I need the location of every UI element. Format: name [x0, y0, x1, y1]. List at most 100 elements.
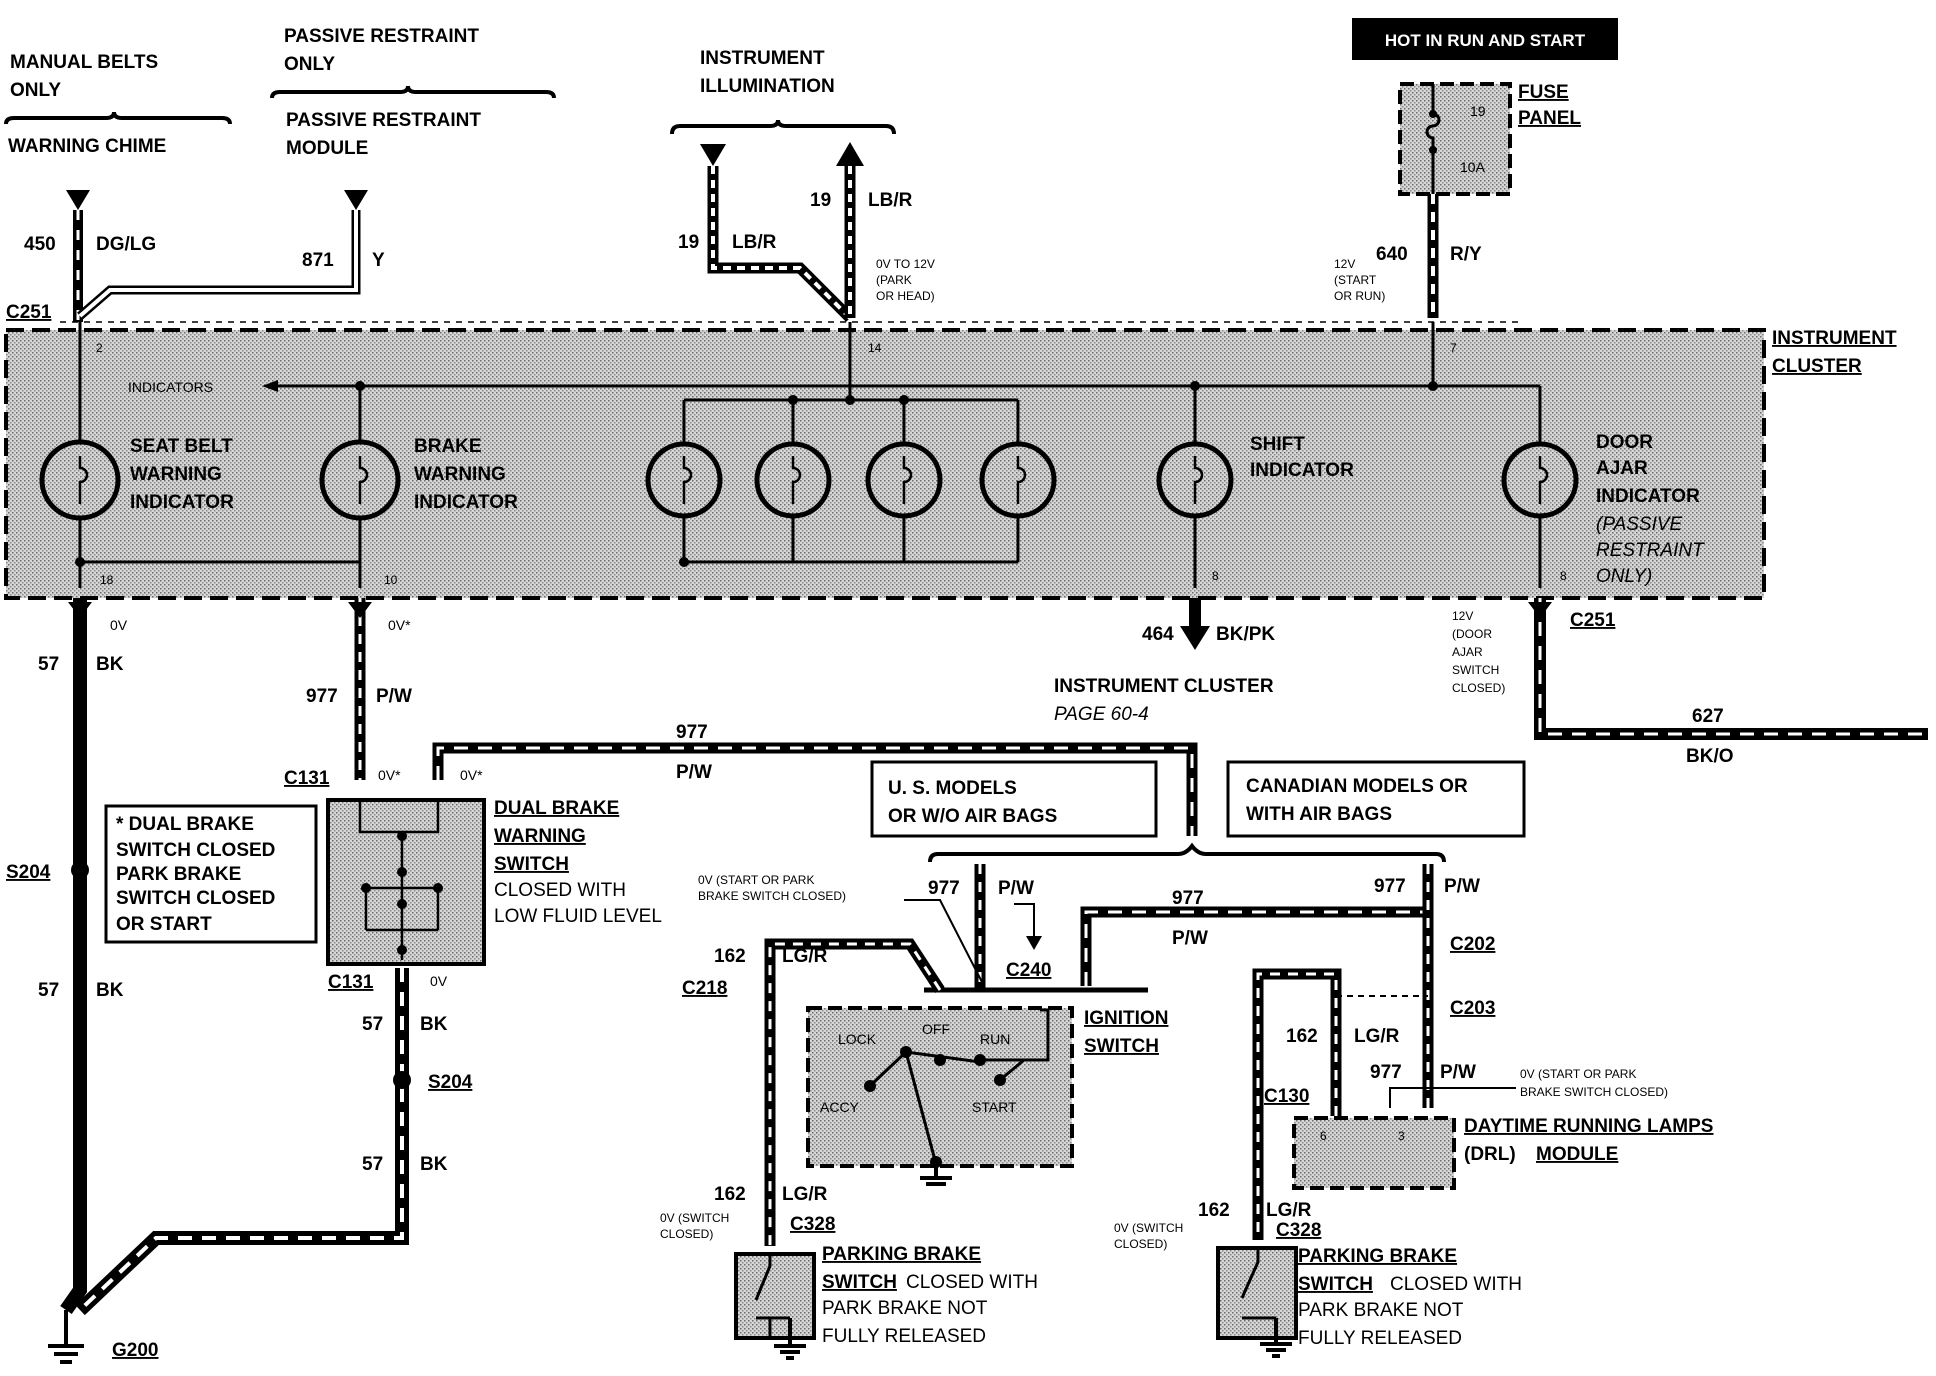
wire-977f-num: 977	[1370, 1062, 1402, 1083]
v-sw-closed-a-1: 0V (SWITCH	[660, 1211, 729, 1225]
illum-bulb-2	[754, 441, 832, 519]
dual-brake-3: SWITCH	[494, 854, 569, 875]
parking-brake-contacts-a	[754, 1254, 790, 1340]
door-4: (PASSIVE	[1596, 514, 1683, 535]
cluster-internal-wiring	[78, 322, 1542, 588]
passive-module-2: MODULE	[286, 138, 368, 159]
wire-19a-num: 19	[678, 232, 699, 253]
v-start-park-a-2: BRAKE SWITCH CLOSED)	[698, 889, 846, 903]
wire-19-a-stripe	[711, 166, 852, 320]
note-3: PARK BRAKE	[116, 864, 241, 885]
us-models-1: U. S. MODELS	[888, 778, 1017, 799]
note-2: SWITCH CLOSED	[116, 840, 275, 861]
wire-162b-num: 162	[714, 1184, 746, 1205]
wire-162d-color: LG/R	[1266, 1200, 1312, 1221]
junction-dots	[75, 381, 1438, 567]
cluster-title-1: INSTRUMENT	[1772, 328, 1897, 349]
note-1: * DUAL BRAKE	[116, 814, 254, 835]
v-0v-star-a: 0V*	[388, 617, 411, 633]
dual-brake-note-box	[104, 804, 318, 944]
door-5: RESTRAINT	[1596, 540, 1705, 561]
pin-10: 10	[384, 573, 398, 587]
v-0v-b: 0V	[430, 973, 448, 989]
door-ajar-bulb	[1501, 441, 1579, 519]
ign-label-1: IGNITION	[1084, 1008, 1168, 1029]
warning-chime: WARNING CHIME	[8, 136, 166, 157]
v-park-head-2: (PARK	[876, 273, 912, 287]
wire-640-num: 640	[1376, 244, 1408, 265]
illum-bulb-1	[645, 441, 723, 519]
wire-977-bus-stripe	[436, 746, 1194, 836]
drl-pin-6: 6	[1320, 1129, 1327, 1143]
wire-57a-color: BK	[96, 654, 124, 675]
wire-627-num: 627	[1692, 706, 1724, 727]
wire-57a-num: 57	[38, 654, 59, 675]
canadian-models-1: CANADIAN MODELS OR	[1246, 776, 1468, 797]
c328-a: C328	[790, 1214, 835, 1235]
dual-brake-2: WARNING	[494, 826, 586, 847]
wire-162a-color: LG/R	[782, 946, 828, 967]
seat-belt-2: WARNING	[130, 464, 222, 485]
ground-g200	[48, 1310, 84, 1364]
pin-18: 18	[100, 573, 114, 587]
model-bracket	[928, 842, 1446, 863]
cluster-title-2: CLUSTER	[1772, 356, 1862, 377]
pin-8b: 8	[1560, 569, 1567, 583]
leader	[1389, 1087, 1516, 1108]
fuse-pin	[1429, 146, 1437, 154]
ign-run: RUN	[980, 1031, 1010, 1047]
indicators-arrow	[262, 380, 278, 392]
c251-top: C251	[6, 302, 52, 323]
pb-b-3: CLOSED WITH	[1390, 1274, 1522, 1295]
pb-a-3: CLOSED WITH	[906, 1272, 1038, 1293]
canadian-models-box	[1226, 760, 1526, 838]
bracket	[670, 119, 896, 135]
ignition-terminals	[864, 1046, 1006, 1168]
door-3: INDICATOR	[1596, 486, 1700, 507]
note-5: OR START	[116, 914, 212, 935]
ign-start: START	[972, 1099, 1017, 1115]
wire-57-right	[75, 968, 409, 1316]
fuse-element	[1425, 84, 1441, 194]
drl-1: DAYTIME RUNNING LAMPS	[1464, 1116, 1713, 1137]
hot-banner-box	[1352, 18, 1618, 60]
v-start-run-2: (START	[1334, 273, 1377, 287]
passive-only-1: PASSIVE RESTRAINT	[284, 26, 479, 47]
shift-1: SHIFT	[1250, 434, 1305, 455]
dual-brake-switch-contacts	[358, 800, 440, 960]
bulbs	[39, 439, 1579, 521]
ground-a	[774, 1318, 806, 1360]
v-0v-a: 0V	[110, 617, 128, 633]
shift-bulb	[1156, 441, 1234, 519]
wire-162b-color: LG/R	[782, 1184, 828, 1205]
dual-brake-5: LOW FLUID LEVEL	[494, 906, 662, 927]
wire-977b-color: P/W	[676, 762, 712, 783]
wire-464-color: BK/PK	[1216, 624, 1275, 645]
hot-banner: HOT IN RUN AND START	[1385, 31, 1586, 50]
pb-b-2: SWITCH	[1298, 1274, 1373, 1295]
page-ref: PAGE 60-4	[1054, 704, 1149, 725]
v-start-park-b-2: BRAKE SWITCH CLOSED)	[1520, 1085, 1668, 1099]
wire-977a-color: P/W	[376, 686, 412, 707]
pb-a-1: PARKING BRAKE	[822, 1244, 981, 1265]
wire-977e-num: 977	[1374, 876, 1406, 897]
v-0v-star-c: 0V*	[460, 767, 483, 783]
drl-2: (DRL)	[1464, 1144, 1516, 1165]
ignition-switch-box	[806, 1006, 1074, 1168]
ignition-ground	[920, 1166, 952, 1186]
wire-57c-color: BK	[420, 1014, 448, 1035]
c218: C218	[682, 978, 727, 999]
wire-57d-color: BK	[420, 1154, 448, 1175]
illum-arrow-down	[700, 144, 726, 166]
c251-pin-arrow	[68, 602, 92, 618]
wire-19a-color: LB/R	[732, 232, 777, 253]
pin-arrow	[1528, 602, 1552, 618]
v-start-park-b-1: 0V (START OR PARK	[1520, 1067, 1636, 1081]
manual-belts-1: MANUAL BELTS	[10, 52, 158, 73]
bulb-filaments	[78, 456, 1549, 504]
pb-b-1: PARKING BRAKE	[1298, 1246, 1457, 1267]
wire-977e-color: P/W	[1444, 876, 1480, 897]
pb-a-5: FULLY RELEASED	[822, 1326, 986, 1347]
v-start-park-a-1: 0V (START OR PARK	[698, 873, 814, 887]
drl-module-box	[1292, 1116, 1456, 1190]
